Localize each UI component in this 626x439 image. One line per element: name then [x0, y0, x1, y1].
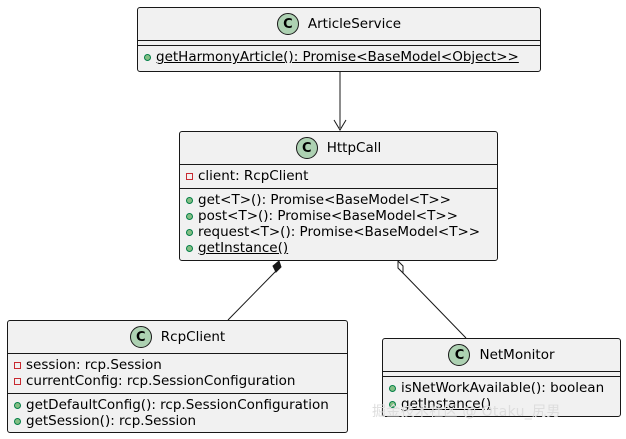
public-marker-icon: [186, 228, 193, 236]
method-text: isNetWorkAvailable(): boolean: [401, 380, 605, 396]
public-marker-icon: [14, 401, 21, 409]
field-text: session: rcp.Session: [26, 357, 162, 373]
class-badge-icon: C: [448, 344, 471, 366]
fields-section: [138, 41, 540, 46]
method-text: getSession(): rcp.Session: [26, 413, 197, 429]
method-text: getInstance(): [401, 396, 492, 412]
method-text: getHarmonyArticle(): Promise<BaseModel<O…: [156, 49, 519, 65]
fields-section: [383, 372, 620, 377]
field-text: currentConfig: rcp.SessionConfiguration: [26, 373, 296, 389]
private-marker-icon: [14, 361, 21, 369]
field-text: client: RcpClient: [198, 168, 309, 184]
methods-section: getDefaultConfig(): rcp.SessionConfigura…: [8, 394, 347, 433]
method-row: isNetWorkAvailable(): boolean: [389, 380, 620, 396]
method-row: getInstance(): [389, 396, 620, 412]
aggregation-diamond: [397, 259, 404, 275]
class-badge-icon: C: [129, 326, 152, 348]
fields-section: session: rcp.Session currentConfig: rcp.…: [8, 354, 347, 394]
methods-section: isNetWorkAvailable(): boolean getInstanc…: [383, 377, 620, 416]
methods-section: get<T>(): Promise<BaseModel<T>> post<T>(…: [180, 189, 497, 260]
method-text: get<T>(): Promise<BaseModel<T>>: [198, 192, 451, 208]
class-net-monitor[interactable]: C NetMonitor isNetWorkAvailable(): boole…: [382, 338, 621, 417]
class-rcp-client[interactable]: C RcpClient session: rcp.Session current…: [7, 320, 348, 433]
method-row: getDefaultConfig(): rcp.SessionConfigura…: [14, 397, 347, 413]
method-text: request<T>(): Promise<BaseModel<T>>: [198, 224, 481, 240]
watermark: 掘金技术社区 @ Otaku_尻男: [372, 404, 561, 420]
method-text: getDefaultConfig(): rcp.SessionConfigura…: [26, 397, 329, 413]
field-row: session: rcp.Session: [14, 357, 347, 373]
field-row: client: RcpClient: [186, 168, 497, 184]
method-row: request<T>(): Promise<BaseModel<T>>: [186, 224, 497, 240]
public-marker-icon: [389, 400, 396, 408]
field-row: currentConfig: rcp.SessionConfiguration: [14, 373, 347, 389]
class-http-call[interactable]: C HttpCall client: RcpClient get<T>(): P…: [179, 131, 498, 261]
class-header: C NetMonitor: [383, 339, 620, 372]
method-row: getInstance(): [186, 240, 497, 256]
fields-section: client: RcpClient: [180, 165, 497, 189]
composition-line: [227, 270, 277, 321]
public-marker-icon: [186, 196, 193, 204]
method-row: getHarmonyArticle(): Promise<BaseModel<O…: [144, 49, 540, 65]
class-badge-icon: C: [295, 137, 318, 159]
method-text: getInstance(): [198, 240, 289, 256]
public-marker-icon: [186, 212, 193, 220]
public-marker-icon: [14, 417, 21, 425]
class-name: NetMonitor: [479, 347, 555, 363]
private-marker-icon: [186, 172, 193, 180]
public-marker-icon: [186, 244, 193, 252]
class-name: ArticleService: [307, 16, 402, 32]
class-name: HttpCall: [326, 140, 382, 156]
class-name: RcpClient: [160, 329, 226, 345]
method-row: post<T>(): Promise<BaseModel<T>>: [186, 208, 497, 224]
method-row: get<T>(): Promise<BaseModel<T>>: [186, 192, 497, 208]
method-row: getSession(): rcp.Session: [14, 413, 347, 429]
class-header: C ArticleService: [138, 8, 540, 41]
class-badge-icon: C: [276, 13, 299, 35]
public-marker-icon: [144, 53, 151, 61]
public-marker-icon: [389, 384, 396, 392]
private-marker-icon: [14, 377, 21, 385]
class-header: C RcpClient: [8, 321, 347, 354]
composition-diamond: [272, 260, 282, 273]
class-article-service[interactable]: C ArticleService getHarmonyArticle(): Pr…: [137, 7, 541, 72]
methods-section: getHarmonyArticle(): Promise<BaseModel<O…: [138, 46, 540, 69]
class-header: C HttpCall: [180, 132, 497, 165]
aggregation-line: [402, 272, 467, 339]
method-text: post<T>(): Promise<BaseModel<T>>: [198, 208, 458, 224]
arrow-head: [333, 119, 347, 131]
